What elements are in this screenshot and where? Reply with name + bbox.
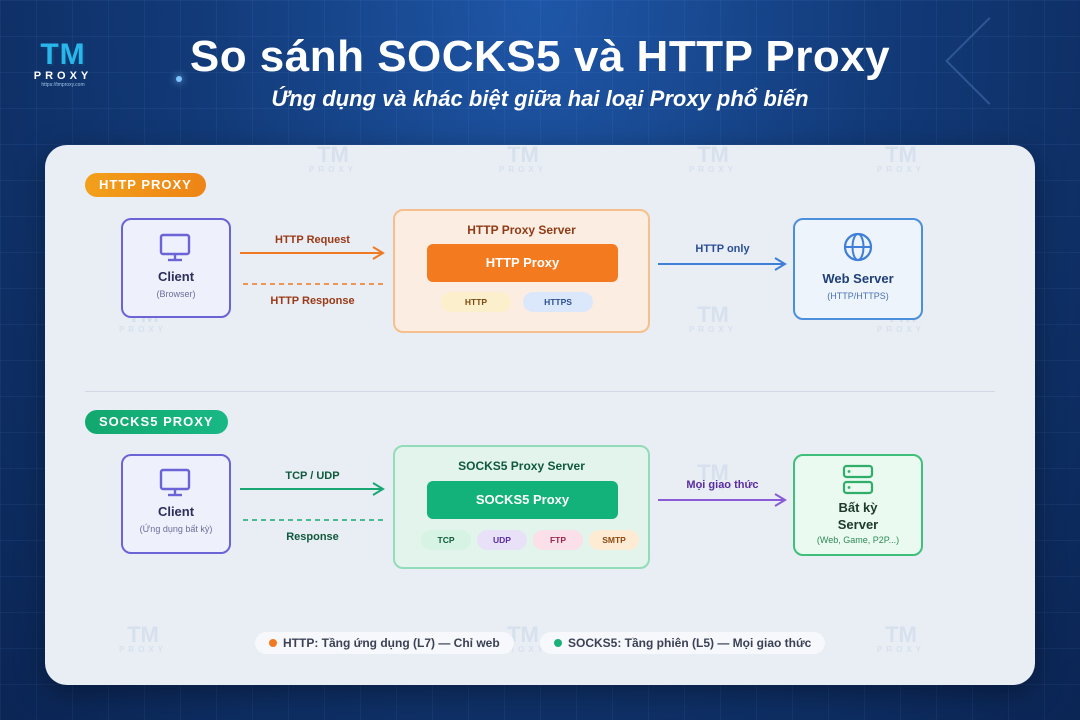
socks-server-title: SOCKS5 Proxy Server — [458, 459, 585, 473]
logo-sub: PROXY — [33, 70, 93, 82]
http-out-label: HTTP only — [695, 243, 750, 255]
socks5-proxy-server-box: SOCKS5 Proxy Server SOCKS5 Proxy TCP UDP… — [393, 445, 650, 569]
decor-dot — [176, 76, 182, 82]
legend-http: HTTP: Tầng ứng dụng (L7) — Chỉ web — [255, 632, 514, 654]
socks-out-arrow — [658, 493, 787, 507]
http-request-arrow — [240, 246, 385, 260]
https-chip: HTTPS — [523, 292, 593, 312]
socks-client-sub: (Ứng dụng bất kỳ) — [139, 524, 213, 534]
monitor-icon — [159, 468, 191, 497]
any-server-box: Bất kỳ Server (Web, Game, P2P...) — [793, 454, 923, 556]
legend-socks: SOCKS5: Tầng phiên (L5) — Mọi giao thức — [540, 632, 826, 654]
http-client-name: Client — [157, 269, 195, 284]
smtp-chip: SMTP — [589, 530, 639, 550]
socks5-proxy-badge: SOCKS5 PROXY — [85, 410, 228, 434]
http-proxy-inner: HTTP Proxy — [427, 244, 618, 282]
socks5-proxy-inner: SOCKS5 Proxy — [427, 481, 618, 519]
http-client-box: Client (Browser) — [121, 218, 231, 318]
any-server-name-line1: Bất kỳ — [838, 500, 878, 515]
logo-url: https://tmproxy.com — [41, 82, 85, 88]
any-server-name-line2: Server — [837, 517, 879, 532]
legend-http-text: HTTP: Tầng ứng dụng (L7) — Chỉ web — [283, 636, 500, 650]
page-subtitle: Ứng dụng và khác biệt giữa hai loại Prox… — [271, 86, 809, 111]
server-icon — [842, 464, 874, 495]
socks-request-arrow — [240, 482, 385, 496]
any-server-name: Bất kỳ Server — [795, 499, 921, 533]
section-divider — [85, 391, 995, 392]
legend-dot-icon — [554, 638, 562, 647]
any-server-sub: (Web, Game, P2P...) — [816, 535, 900, 545]
socks-client-name: Client — [157, 504, 195, 519]
socks-out-label: Mọi giao thức — [686, 479, 759, 491]
page-title: So sánh SOCKS5 và HTTP Proxy — [189, 32, 891, 81]
web-server-sub: (HTTP/HTTPS) — [827, 291, 889, 301]
http-proxy-server-box: HTTP Proxy Server HTTP Proxy HTTP HTTPS — [393, 209, 650, 333]
socks-response-label: Response — [286, 531, 339, 543]
udp-chip: UDP — [477, 530, 527, 550]
socks-request-label: TCP / UDP — [285, 470, 340, 482]
logo-mark: TM — [40, 38, 86, 71]
web-server-name: Web Server — [822, 271, 894, 286]
ftp-chip: FTP — [533, 530, 583, 550]
http-server-title: HTTP Proxy Server — [467, 223, 576, 237]
monitor-icon — [159, 233, 191, 262]
web-server-box: Web Server (HTTP/HTTPS) — [793, 218, 923, 320]
socks-client-box: Client (Ứng dụng bất kỳ) — [121, 454, 231, 554]
legend-dot-icon — [269, 638, 277, 647]
http-response-label: HTTP Response — [270, 295, 355, 307]
http-out-arrow — [658, 257, 787, 271]
globe-icon — [843, 232, 873, 262]
http-request-label: HTTP Request — [275, 234, 350, 246]
http-proxy-badge: HTTP PROXY — [85, 173, 206, 197]
http-chip: HTTP — [441, 292, 511, 312]
tcp-chip: TCP — [421, 530, 471, 550]
http-client-sub: (Browser) — [156, 289, 196, 299]
brand-logo: TM PROXY https://tmproxy.com — [28, 40, 98, 89]
legend-socks-text: SOCKS5: Tầng phiên (L5) — Mọi giao thức — [568, 636, 812, 650]
